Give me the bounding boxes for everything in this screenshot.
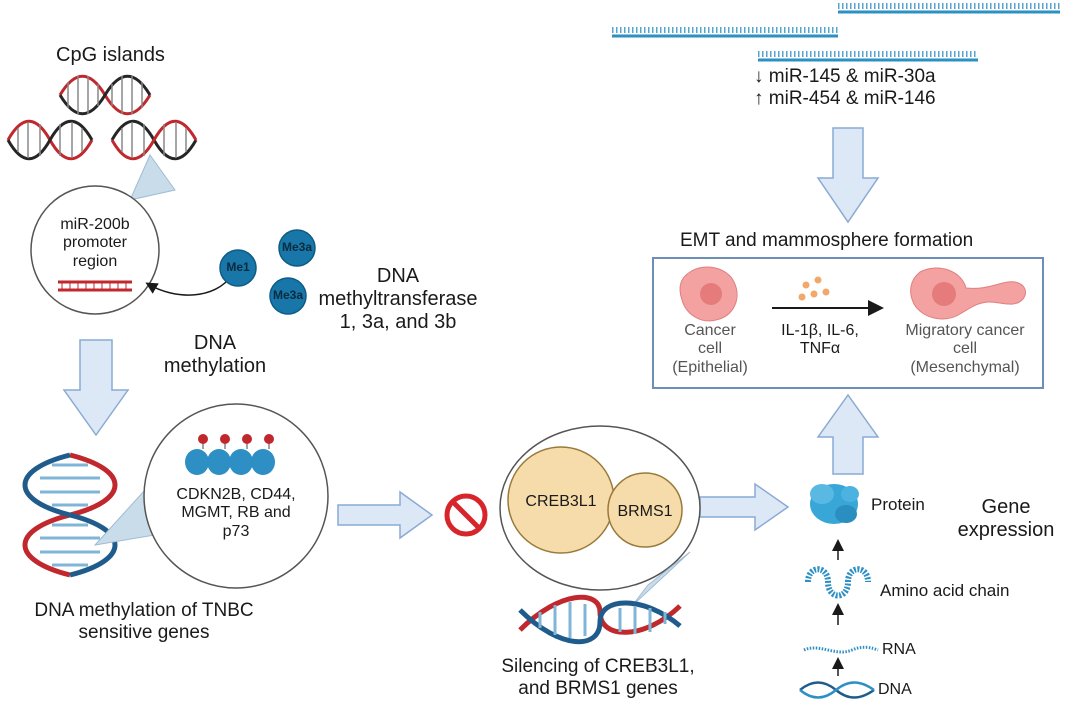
brms1-label: BRMS1 <box>617 503 673 520</box>
mesenchymal-cell-icon <box>910 267 1026 320</box>
caption-line: sensitive genes <box>78 621 210 643</box>
cytokine-label-line: IL-1β, IL-6, <box>781 322 859 339</box>
enzyme-badge-me3a-bottom <box>269 277 307 315</box>
tnbc-gene-list: CDKN2B, CD44, MGMT, RB and p73 <box>160 486 312 541</box>
dna-icon <box>799 681 875 699</box>
dna-methylation-caption: DNA methylation <box>150 332 280 378</box>
promoter-label-line: promoter <box>62 234 128 252</box>
gene-list-line: MGMT, RB and <box>181 504 291 522</box>
cancer-cell-label: Cancer cell (Epithelial) <box>660 322 760 377</box>
caption-line: DNA <box>376 265 420 287</box>
amino-acid-chain-label: Amino acid chain <box>880 581 1010 600</box>
protein-icon <box>810 484 859 524</box>
cytokine-dots-icon <box>798 276 830 301</box>
dna-label: DNA <box>878 681 912 698</box>
tnbc-dna-helix-icon <box>22 452 118 578</box>
cpg-dna-helix-icon <box>58 74 152 116</box>
caption-line: DNA <box>193 332 237 354</box>
cpg-islands-title: CpG islands <box>56 44 165 66</box>
cell-label-line: Cancer <box>684 322 736 339</box>
silencing-caption: Silencing of CREB3L1, and BRMS1 genes <box>478 656 718 700</box>
enzyme-badge-me1 <box>219 249 257 287</box>
cell-label-line: (Epithelial) <box>672 358 748 376</box>
flow-arrow-down-right <box>816 127 880 224</box>
zoom-callout <box>129 153 176 201</box>
methyltransferase-caption: DNA methyltransferase 1, 3a, and 3b <box>318 265 478 334</box>
emt-title: EMT and mammosphere formation <box>680 230 974 251</box>
mirna-strands-icon <box>612 3 1060 62</box>
enzyme-badge-label-me3a: Me3a <box>272 288 304 302</box>
caption-line: 1, 3a, and 3b <box>339 311 457 333</box>
migratory-cell-label: Migratory cancer cell (Mesenchymal) <box>890 322 1040 377</box>
gene-list-line: CDKN2B, CD44, <box>176 486 296 503</box>
cell-label-line: cell <box>952 340 977 358</box>
caption-line: methyltransferase <box>318 288 478 310</box>
flow-arrow-up-right <box>816 393 880 475</box>
enzyme-badge-me3a-top <box>278 229 316 267</box>
silencing-dna-helix-icon <box>518 594 682 645</box>
tnbc-zoom-circle <box>143 403 329 589</box>
tnbc-caption: DNA methylation of TNBC sensitive genes <box>14 600 274 644</box>
creb3l1-label: CREB3L1 <box>525 493 597 510</box>
cell-label-line: cell <box>697 340 722 358</box>
title-line: expression <box>957 519 1055 541</box>
cytokine-label-line: TNFα <box>799 340 841 358</box>
caption-line: Silencing of CREB3L1, <box>501 656 695 677</box>
amino-acid-chain-icon <box>805 566 871 599</box>
mirna-down-line: ↓ miR-145 & miR-30a <box>754 66 936 87</box>
protein-label: Protein <box>871 495 925 514</box>
nucleosome-icon <box>185 434 275 475</box>
caption-line: DNA methylation of TNBC <box>34 600 254 621</box>
flow-arrow-right-1 <box>337 490 434 540</box>
zoom-callout <box>631 551 691 607</box>
cell-label-line: Migratory cancer <box>905 322 1025 339</box>
promoter-label-line: region <box>72 252 118 270</box>
gene-expression-title: Gene expression <box>950 496 1062 542</box>
mirna-changes: ↓ miR-145 & miR-30a ↑ miR-454 & miR-146 <box>754 66 936 110</box>
gene-list-line: p73 <box>222 522 250 540</box>
promoter-dna-segment <box>58 280 132 292</box>
flow-arrow-right-2 <box>699 482 790 532</box>
promoter-label-line: miR-200b <box>60 216 130 233</box>
caption-line: and BRMS1 genes <box>518 677 678 699</box>
cytokine-label: IL-1β, IL-6, TNFα <box>765 322 875 359</box>
title-line: Gene <box>981 496 1031 518</box>
flow-arrow-down-left <box>62 339 130 437</box>
enzyme-badge-label-me1: Me1 <box>226 260 250 274</box>
brms1-circle <box>607 472 683 548</box>
mirna-up-line: ↑ miR-454 & miR-146 <box>754 87 936 109</box>
epithelial-cell-icon <box>679 266 738 322</box>
rna-icon <box>803 645 879 654</box>
prohibition-icon <box>444 493 488 537</box>
enzyme-badge-label-me3a: Me3a <box>281 240 313 254</box>
promoter-label: miR-200b promoter region <box>45 216 145 271</box>
cpg-dna-helix-icon <box>110 119 198 161</box>
cpg-dna-helix-icon <box>6 119 94 161</box>
methylation-arrow <box>145 274 233 296</box>
cell-label-line: (Mesenchymal) <box>910 358 1020 376</box>
rna-label: RNA <box>882 641 916 658</box>
caption-line: methylation <box>163 355 267 377</box>
